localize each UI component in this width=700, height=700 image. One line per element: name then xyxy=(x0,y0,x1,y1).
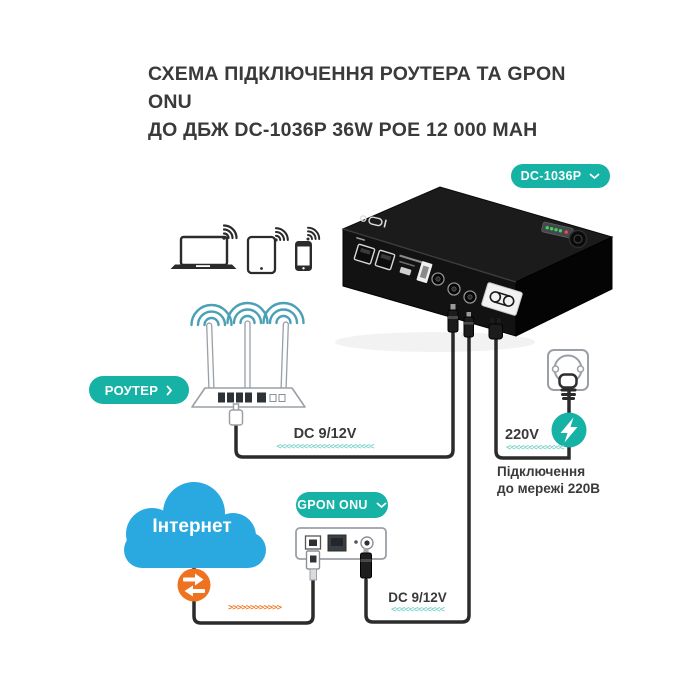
onu-dc-voltage-label: DC 9/12V xyxy=(388,590,447,605)
router-dc-plug xyxy=(228,403,244,426)
ups-plugs xyxy=(447,304,503,340)
badge-ups-label: DC-1036P xyxy=(520,169,582,183)
badge-router[interactable]: РОУТЕР xyxy=(89,376,189,404)
router-antennas xyxy=(206,320,289,392)
onu-ports xyxy=(304,534,374,552)
wifi-icon xyxy=(306,226,321,241)
router-device xyxy=(190,301,306,426)
data-exchange-icon xyxy=(177,568,211,602)
onu-dc-plug xyxy=(360,548,372,579)
mains-note: Підключення до мережі 220В xyxy=(497,464,600,497)
wifi-icon xyxy=(222,224,238,240)
mains-voltage-label: 220V xyxy=(505,427,539,443)
laptop-icon xyxy=(170,235,237,269)
chevron-down-icon xyxy=(376,502,387,508)
flow-direction-arrows: <<<<<<<<<<<<< xyxy=(506,443,564,453)
cable-router-dc xyxy=(234,328,455,459)
ac-inlet xyxy=(481,282,523,316)
cable-onu-dc xyxy=(364,334,471,624)
router-dc-voltage-label: DC 9/12V xyxy=(293,426,357,442)
flow-direction-arrows: <<<<<<<<<<<< xyxy=(390,605,445,615)
internet-label: Інтернет xyxy=(152,516,232,537)
badge-onu-label: GPON ONU xyxy=(297,498,368,512)
power-button xyxy=(568,229,588,249)
router-ports xyxy=(218,392,286,403)
tablet-icon xyxy=(246,235,277,275)
chevron-right-icon xyxy=(166,385,173,395)
wifi-icon xyxy=(274,227,289,242)
router-wifi-arcs xyxy=(190,301,305,327)
internet-cloud xyxy=(124,482,266,568)
mains-note-line1: Підключення xyxy=(497,464,586,479)
chevron-down-icon xyxy=(589,173,600,179)
power-socket-icon xyxy=(547,349,589,400)
onu-device xyxy=(295,527,387,581)
cables xyxy=(192,328,571,625)
flow-direction-arrows: >>>>>>>>>>>> xyxy=(228,603,282,613)
cable-mains-220v xyxy=(494,334,571,460)
ups-device xyxy=(335,186,614,352)
page-title-line2: ДО ДБЖ DC-1036P 36W POE 12 000 МАН xyxy=(148,119,538,141)
smartphone-icon xyxy=(295,241,312,271)
badge-onu[interactable]: GPON ONU xyxy=(296,492,388,518)
lightning-icon xyxy=(551,412,587,448)
flow-direction-arrows: <<<<<<<<<<<<<<<<<<<<<< xyxy=(276,442,374,452)
page-title: СХЕМА ПІДКЛЮЧЕННЯ РОУТЕРА ТА GPON ONU ДО… xyxy=(148,60,608,144)
brand-logo xyxy=(359,215,387,228)
cable-internet-optical xyxy=(192,550,315,625)
badge-ups-model[interactable]: DC-1036P xyxy=(511,164,610,188)
ups-front-ports xyxy=(353,236,523,316)
onu-optical-plug xyxy=(305,550,321,581)
client-devices xyxy=(170,224,321,275)
page-title-line1: СХЕМА ПІДКЛЮЧЕННЯ РОУТЕРА ТА GPON ONU xyxy=(148,63,566,113)
badge-router-label: РОУТЕР xyxy=(104,382,159,398)
mains-note-line2: до мережі 220В xyxy=(497,480,600,496)
